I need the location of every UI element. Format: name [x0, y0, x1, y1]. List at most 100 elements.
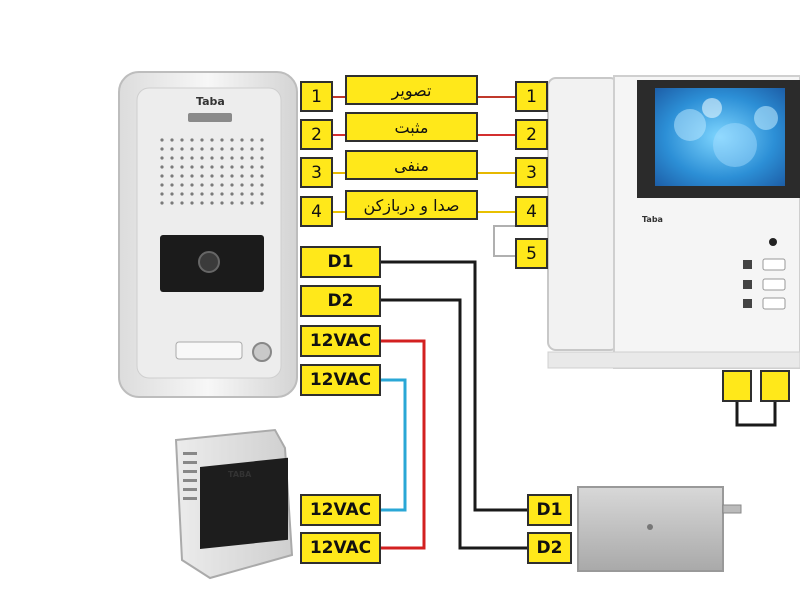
transformer-label [200, 457, 288, 549]
grille-hole [160, 165, 164, 169]
grille-hole [250, 174, 254, 178]
grille-hole [210, 201, 214, 205]
vent-slot [183, 479, 197, 482]
grille-hole [250, 192, 254, 196]
grille-hole [220, 201, 224, 205]
grille-hole [170, 201, 174, 205]
grille-hole [240, 138, 244, 142]
talk-icon [743, 280, 752, 289]
monitor-brand: Taba [642, 215, 663, 224]
grille-hole [190, 174, 194, 178]
grille-hole [250, 156, 254, 160]
grille-hole [240, 165, 244, 169]
vent-slot [183, 488, 197, 491]
grille-hole [160, 192, 164, 196]
panel-terminal-d1: D1 [300, 246, 381, 278]
panel-terminal-4: 4 [300, 196, 333, 227]
grille-hole [190, 147, 194, 151]
grille-hole [180, 165, 184, 169]
grille-hole [160, 183, 164, 187]
unlock-icon [743, 260, 752, 269]
grille-hole [260, 165, 264, 169]
door-panel [118, 71, 298, 398]
grille-hole [160, 201, 164, 205]
grille-hole [180, 201, 184, 205]
vent-slot [183, 497, 197, 500]
grille-hole [180, 156, 184, 160]
grille-hole [250, 147, 254, 151]
panel-terminal-2: 2 [300, 119, 333, 150]
grille-hole [210, 156, 214, 160]
grille-hole [210, 192, 214, 196]
grille-hole [170, 156, 174, 160]
grille-hole [230, 183, 234, 187]
monitor-bottom-terminal-left [722, 370, 752, 402]
grille-hole [200, 138, 204, 142]
grille-hole [240, 156, 244, 160]
panel-terminal-3: 3 [300, 157, 333, 188]
call-button[interactable] [252, 342, 272, 362]
grille-hole [250, 138, 254, 142]
electric-lock [577, 486, 742, 572]
grille-hole [160, 174, 164, 178]
grille-hole [260, 156, 264, 160]
grille-hole [180, 183, 184, 187]
monitor-terminal-4: 4 [515, 196, 548, 227]
grille-hole [260, 147, 264, 151]
grille-hole [210, 165, 214, 169]
grille-hole [230, 174, 234, 178]
grille-hole [190, 138, 194, 142]
grille-hole [260, 174, 264, 178]
grille-hole [190, 183, 194, 187]
grille-hole [230, 201, 234, 205]
vent-slot [183, 452, 197, 455]
grille-hole [220, 183, 224, 187]
wire-label-video: تصویر [345, 75, 478, 105]
grille-hole [260, 183, 264, 187]
grille-hole [230, 156, 234, 160]
grille-hole [190, 156, 194, 160]
monitor-unit [547, 75, 800, 369]
grille-hole [210, 147, 214, 151]
grille-hole [170, 147, 174, 151]
grille-hole [230, 165, 234, 169]
monitor-button-3[interactable] [762, 297, 786, 310]
grille-hole [200, 183, 204, 187]
grille-hole [230, 192, 234, 196]
power-transformer [174, 428, 294, 580]
grille-hole [250, 183, 254, 187]
grille-hole [200, 201, 204, 205]
grille-hole [170, 138, 174, 142]
wire-label-positive: مثبت [345, 112, 478, 142]
transformer-vents [183, 452, 197, 500]
vent-slot [183, 461, 197, 464]
transformer-brand: TABA [228, 470, 252, 479]
grille-hole [210, 138, 214, 142]
lock-terminal-d2: D2 [527, 532, 572, 564]
grille-hole [210, 183, 214, 187]
grille-hole [200, 147, 204, 151]
monitor-button-1[interactable] [762, 258, 786, 271]
monitor-terminal-3: 3 [515, 157, 548, 188]
grille-hole [250, 165, 254, 169]
vent-slot [183, 470, 197, 473]
grille-hole [170, 165, 174, 169]
grille-hole [260, 201, 264, 205]
grille-hole [160, 156, 164, 160]
grille-hole [260, 138, 264, 142]
grille-hole [230, 138, 234, 142]
name-plate [175, 341, 243, 360]
wire-label-negative: منفی [345, 150, 478, 180]
grille-hole [240, 192, 244, 196]
monitor-button-2[interactable] [762, 278, 786, 291]
grille-hole [220, 138, 224, 142]
grille-hole [170, 174, 174, 178]
monitor-terminal-1: 1 [515, 81, 548, 112]
grille-hole [240, 183, 244, 187]
grille-hole [210, 174, 214, 178]
grille-hole [180, 147, 184, 151]
grille-hole [180, 138, 184, 142]
led-strip [188, 113, 232, 122]
grille-hole [250, 201, 254, 205]
